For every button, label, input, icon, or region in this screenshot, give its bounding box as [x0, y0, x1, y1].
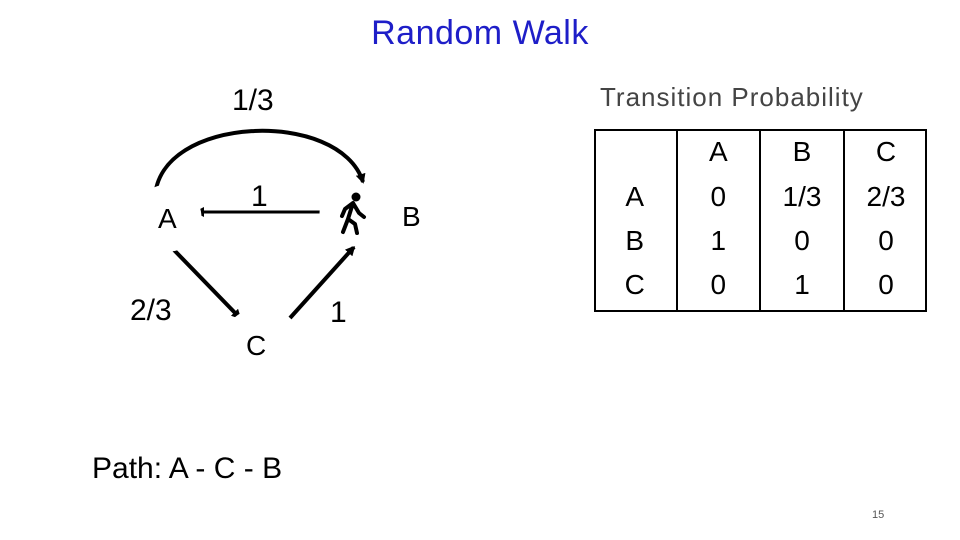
slide-title: Random Walk: [371, 14, 589, 52]
edge-a-to-b-label: 1/3: [232, 84, 274, 117]
matrix-row-label: C: [624, 269, 645, 300]
path-caption: Path: A - C - B: [92, 452, 283, 485]
edge-c-to-b-label: 1: [330, 296, 347, 329]
matrix-col-header: C: [875, 136, 897, 167]
matrix-col-b: 1/3 0 1: [760, 175, 845, 312]
matrix-col-c: 2/3 0 0: [844, 175, 927, 312]
node-a: [134, 184, 202, 252]
matrix-col-header: B: [760, 129, 845, 175]
edge-b-to-a-label: 1: [251, 180, 268, 213]
matrix-corner: [594, 129, 678, 175]
node-c-label: C: [246, 330, 266, 361]
matrix-row-label: B: [625, 225, 645, 256]
matrix-cell: 0: [794, 225, 810, 256]
matrix-cell: 2/3: [866, 181, 906, 212]
matrix-cell: 0: [710, 181, 727, 212]
matrix-cell: 1/3: [782, 181, 822, 212]
node-b-label: B: [402, 201, 421, 232]
edge-c-to-b: [288, 245, 356, 320]
node-c: [223, 309, 289, 375]
matrix-cell: 1: [710, 225, 727, 256]
edge-a-to-c: [172, 248, 242, 320]
matrix-body-row: A B C 0 1 0 1/3 0 1 2/3 0 0: [594, 175, 927, 312]
node-a-label: A: [158, 203, 177, 234]
transition-probability-heading: Transition Probability: [600, 82, 864, 112]
matrix-row-labels: A B C: [594, 175, 678, 312]
matrix-col-a: 0 1 0: [676, 175, 762, 312]
matrix-cell: 0: [878, 225, 894, 256]
matrix-header-row: A B C: [594, 129, 927, 175]
node-b: [319, 181, 385, 247]
matrix-col-header: A: [676, 129, 762, 175]
person-walking-icon: [340, 192, 366, 235]
transition-matrix: A B C A B C 0 1 0 1/3 0 1 2/3 0 0: [594, 129, 927, 312]
page-number: 15: [872, 509, 885, 521]
matrix-row-label: A: [625, 181, 645, 212]
edge-a-to-b: [153, 128, 366, 199]
edge-a-to-c-label: 2/3: [130, 294, 172, 327]
matrix-cell: 1: [794, 269, 810, 300]
matrix-cell: 0: [710, 269, 727, 300]
matrix-cell: 0: [878, 269, 894, 300]
